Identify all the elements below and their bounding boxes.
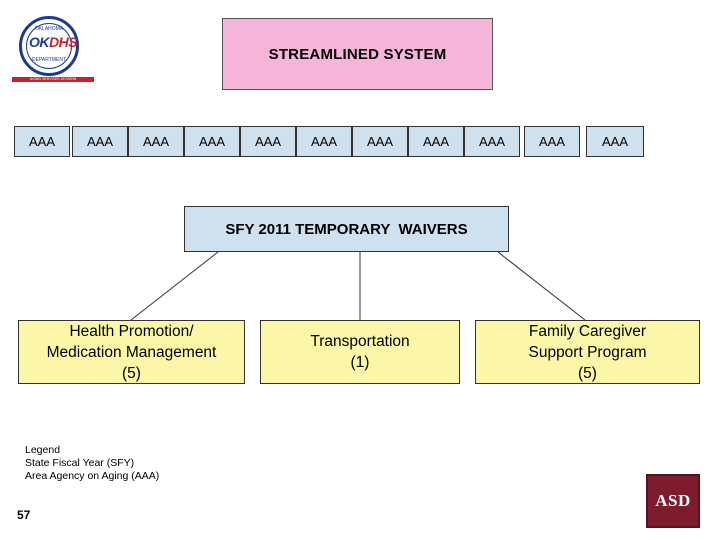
page-number: 57 xyxy=(17,508,31,522)
okdhs-logo: OKLAHOMA DEPARTMENT OKDHS AGING SERVICES… xyxy=(12,14,94,84)
aaa-box: AAA xyxy=(240,126,296,157)
aaa-box: AAA xyxy=(184,126,240,157)
temporary-waivers-label: SFY 2011 TEMPORARY WAIVERS xyxy=(225,220,468,238)
logo-tagline: AGING SERVICES DIVISION xyxy=(12,77,94,82)
legend-title: Legend xyxy=(25,444,61,456)
aaa-box: AAA xyxy=(586,126,644,157)
logo-bottom-text: DEPARTMENT xyxy=(32,57,66,63)
aaa-box: AAA xyxy=(524,126,580,157)
transportation-box: Transportation (1) xyxy=(260,320,460,384)
aaa-box: AAA xyxy=(72,126,128,157)
family-caregiver-box: Family Caregiver Support Program (5) xyxy=(475,320,700,384)
temporary-waivers-box: SFY 2011 TEMPORARY WAIVERS xyxy=(184,206,509,252)
legend: Legend State Fiscal Year (SFY) Area Agen… xyxy=(25,444,159,483)
aaa-box: AAA xyxy=(464,126,520,157)
aaa-box: AAA xyxy=(296,126,352,157)
aaa-box: AAA xyxy=(128,126,184,157)
aaa-box: AAA xyxy=(408,126,464,157)
aaa-box: AAA xyxy=(14,126,70,157)
streamlined-system-label: STREAMLINED SYSTEM xyxy=(268,45,447,63)
asd-logo-icon: ASD xyxy=(646,474,700,528)
okdhs-seal-icon: OKLAHOMA DEPARTMENT xyxy=(19,16,79,76)
logo-top-text: OKLAHOMA xyxy=(34,26,64,32)
asd-logo-text: ASD xyxy=(655,491,691,510)
aaa-box: AAA xyxy=(352,126,408,157)
legend-entry-aaa: Area Agency on Aging (AAA) xyxy=(25,470,160,482)
connector-right xyxy=(497,251,586,321)
logo-brand: OKDHS xyxy=(28,34,78,50)
streamlined-system-box: STREAMLINED SYSTEM xyxy=(222,18,493,90)
connector-left xyxy=(130,251,219,321)
legend-entry-sfy: State Fiscal Year (SFY) xyxy=(25,457,135,469)
health-promotion-box: Health Promotion/ Medication Management … xyxy=(18,320,245,384)
